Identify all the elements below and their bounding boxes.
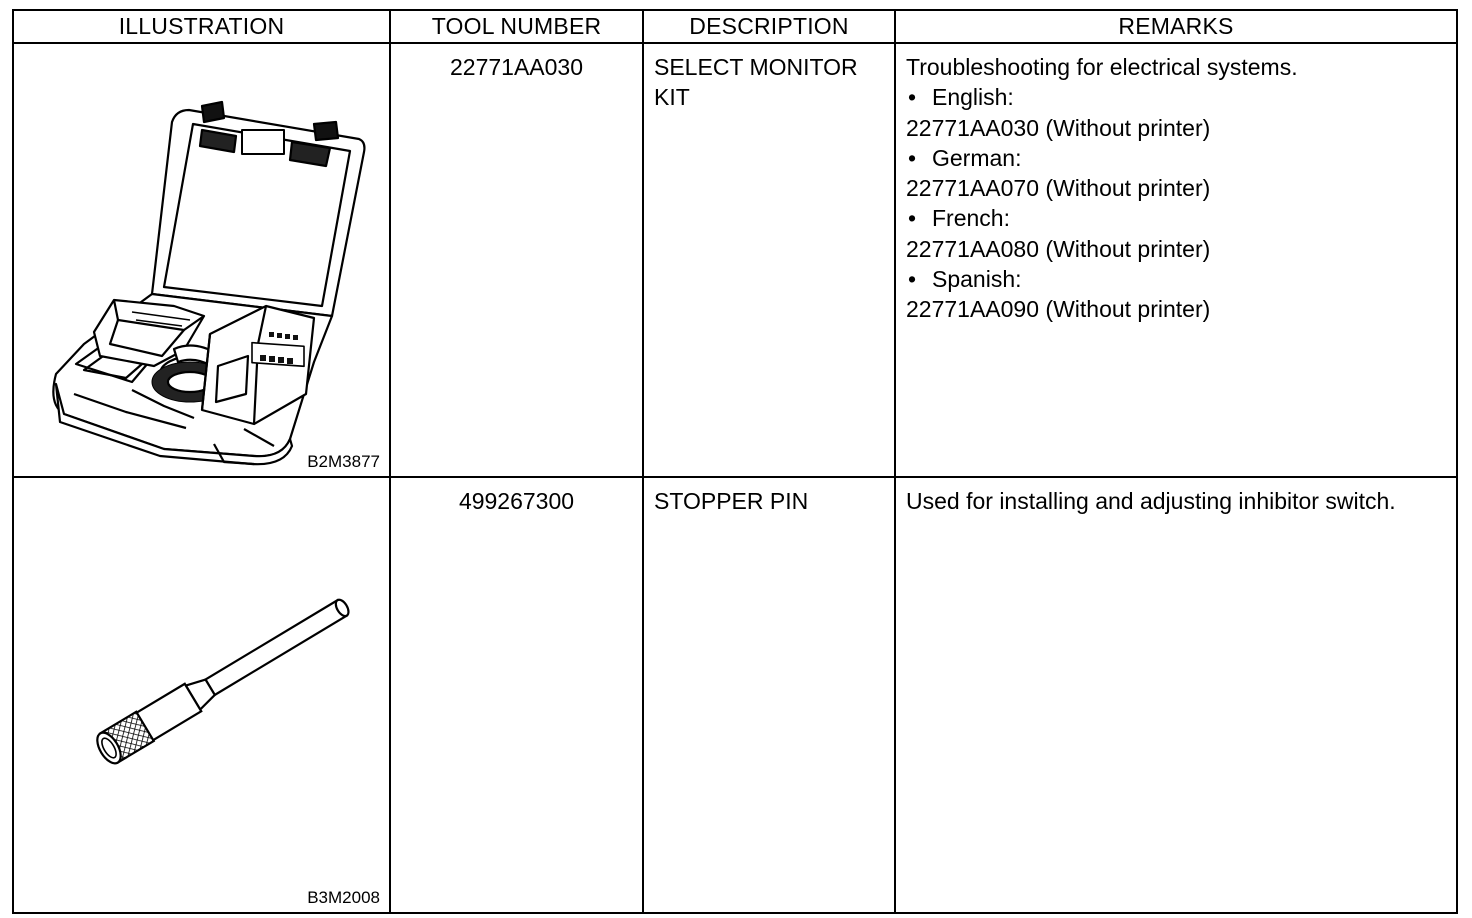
illustration-cell: B3M2008: [12, 476, 391, 914]
table-row: B2M3877 22771AA030 SELECT MONITOR KIT Tr…: [12, 42, 1458, 478]
description-line: SELECT MONITOR: [654, 54, 858, 80]
table-header-row: ILLUSTRATION TOOL NUMBER DESCRIPTION REM…: [12, 9, 1458, 44]
select-monitor-kit-case-icon: [52, 100, 366, 466]
remarks-language: English:: [932, 84, 1014, 111]
remarks-intro: Troubleshooting for electrical systems.: [906, 54, 1298, 80]
tool-number-cell: 22771AA030: [389, 42, 644, 478]
description-line: STOPPER PIN: [654, 488, 809, 514]
remarks-cell: Troubleshooting for electrical systems. …: [894, 42, 1458, 478]
description: SELECT MONITOR KIT: [644, 44, 894, 113]
illustration-frame: B2M3877: [14, 44, 389, 476]
remarks-part-number: 22771AA070 (Without printer): [906, 175, 1211, 202]
description: STOPPER PIN: [644, 478, 894, 516]
remarks: Troubleshooting for electrical systems. …: [896, 44, 1456, 325]
remarks-bullet: • German:: [906, 143, 1448, 173]
header-illustration: ILLUSTRATION: [12, 9, 391, 44]
remarks-bullet: • English:: [906, 82, 1448, 112]
remarks-bullet: • Spanish:: [906, 264, 1448, 294]
remarks-part-number: 22771AA030 (Without printer): [906, 114, 1211, 141]
table-row: B3M2008 499267300 STOPPER PIN Used for i…: [12, 476, 1458, 914]
header-tool-number: TOOL NUMBER: [389, 9, 644, 44]
illustration-frame: B3M2008: [14, 478, 389, 912]
tool-number-cell: 499267300: [389, 476, 644, 914]
header-description: DESCRIPTION: [642, 9, 896, 44]
remarks-part-number: 22771AA090 (Without printer): [906, 296, 1211, 323]
bullet-dot-icon: •: [908, 205, 917, 232]
bullet-dot-icon: •: [908, 266, 917, 293]
tool-number: 499267300: [458, 488, 575, 514]
remarks-language: French:: [932, 205, 1010, 232]
remarks-language: Spanish:: [932, 266, 1022, 293]
special-tools-table: ILLUSTRATION TOOL NUMBER DESCRIPTION REM…: [12, 9, 1458, 914]
tool-number: 22771AA030: [449, 54, 583, 80]
header-remarks: REMARKS: [894, 9, 1458, 44]
description-cell: SELECT MONITOR KIT: [642, 42, 896, 478]
description-cell: STOPPER PIN: [642, 476, 896, 914]
remarks-language: German:: [932, 144, 1022, 171]
remarks-intro: Used for installing and adjusting inhibi…: [906, 488, 1396, 514]
remarks-bullet: • French:: [906, 203, 1448, 233]
bullet-dot-icon: •: [908, 84, 917, 111]
illustration-cell: B2M3877: [12, 42, 391, 478]
remarks: Used for installing and adjusting inhibi…: [896, 478, 1456, 516]
remarks-part-number: 22771AA080 (Without printer): [906, 235, 1211, 262]
figure-code: B3M2008: [307, 888, 380, 907]
description-line: KIT: [654, 84, 690, 111]
stopper-pin-icon: [96, 598, 350, 765]
figure-code: B2M3877: [307, 452, 380, 471]
bullet-dot-icon: •: [908, 144, 917, 171]
remarks-cell: Used for installing and adjusting inhibi…: [894, 476, 1458, 914]
